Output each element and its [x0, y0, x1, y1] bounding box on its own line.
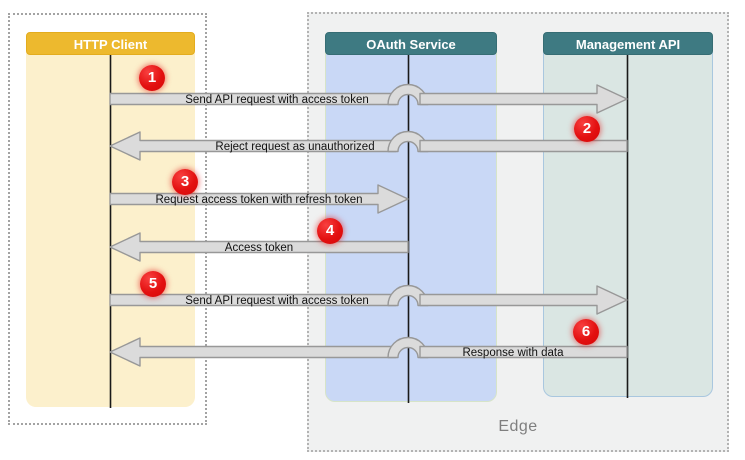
arrow-shaft: [109, 184, 409, 214]
step-badge-6: 6: [573, 319, 599, 345]
edge-group-label: Edge: [498, 418, 538, 435]
step-badge-5: 5: [140, 271, 166, 297]
arrow-head: [419, 84, 628, 114]
message-label-2: Reject request as unauthorized: [215, 141, 374, 153]
message-arrow-1: Send API request with access token: [109, 83, 628, 114]
actor-header-oauth-service: OAuth Service: [325, 32, 497, 55]
actor-header-http-client: HTTP Client: [26, 32, 195, 55]
step-badge-1: 1: [139, 65, 165, 91]
arrow-head: [109, 337, 397, 367]
arrow-head: [419, 285, 628, 315]
message-label-4: Access token: [225, 242, 293, 254]
message-label-5: Send API request with access token: [185, 295, 368, 307]
arrow-head: [109, 131, 397, 161]
message-arrow-6: Response with data: [109, 336, 628, 367]
step-badge-4: 4: [317, 218, 343, 244]
message-arrow-2: Reject request as unauthorized: [109, 130, 628, 161]
message-arrow-3: Request access token with refresh token: [109, 184, 409, 214]
arrow-shaft: [419, 345, 628, 359]
message-arrow-5: Send API request with access token: [109, 284, 628, 315]
message-label-3: Request access token with refresh token: [155, 194, 362, 206]
message-arrow-4: Access token: [109, 232, 409, 262]
message-label-6: Response with data: [462, 347, 564, 359]
arrow-shaft: [109, 232, 409, 262]
step-badge-3: 3: [172, 169, 198, 195]
step-badge-2: 2: [574, 116, 600, 142]
arrow-shaft: [419, 139, 628, 153]
actor-header-management-api: Management API: [543, 32, 713, 55]
message-label-1: Send API request with access token: [185, 94, 368, 106]
